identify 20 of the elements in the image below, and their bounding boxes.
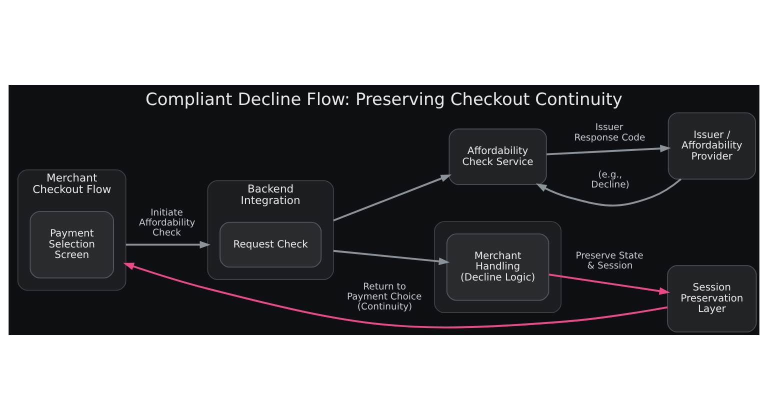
arrow bbox=[126, 240, 211, 248]
edge-label: Preserve State & Session bbox=[576, 250, 644, 271]
cluster bbox=[434, 220, 562, 312]
arrow bbox=[333, 174, 452, 221]
node-box: Issuer / Affordability Provider bbox=[668, 112, 756, 180]
node-box: Merchant Handling (Decline Logic) bbox=[446, 232, 550, 300]
node-box: Affordability Check Service bbox=[448, 128, 547, 184]
edge-label: Return to Payment Choice (Continuity) bbox=[346, 281, 422, 312]
arrow bbox=[546, 144, 671, 155]
arrow bbox=[548, 273, 670, 294]
edge-label: Initiate Affordability Check bbox=[139, 206, 196, 238]
diagram-title: Compliant Decline Flow: Preserving Checkout Continuity bbox=[146, 89, 622, 110]
arrow bbox=[536, 178, 682, 206]
node-box: Session Preservation Layer bbox=[667, 264, 757, 332]
node-box: Payment Selection Screen bbox=[30, 210, 114, 278]
node-box: Request Check bbox=[220, 221, 322, 268]
arrow bbox=[123, 262, 668, 328]
edge-label: Issuer Response Code bbox=[574, 122, 646, 143]
arrow bbox=[333, 249, 450, 265]
edge-label: (e.g., Decline) bbox=[591, 168, 630, 190]
